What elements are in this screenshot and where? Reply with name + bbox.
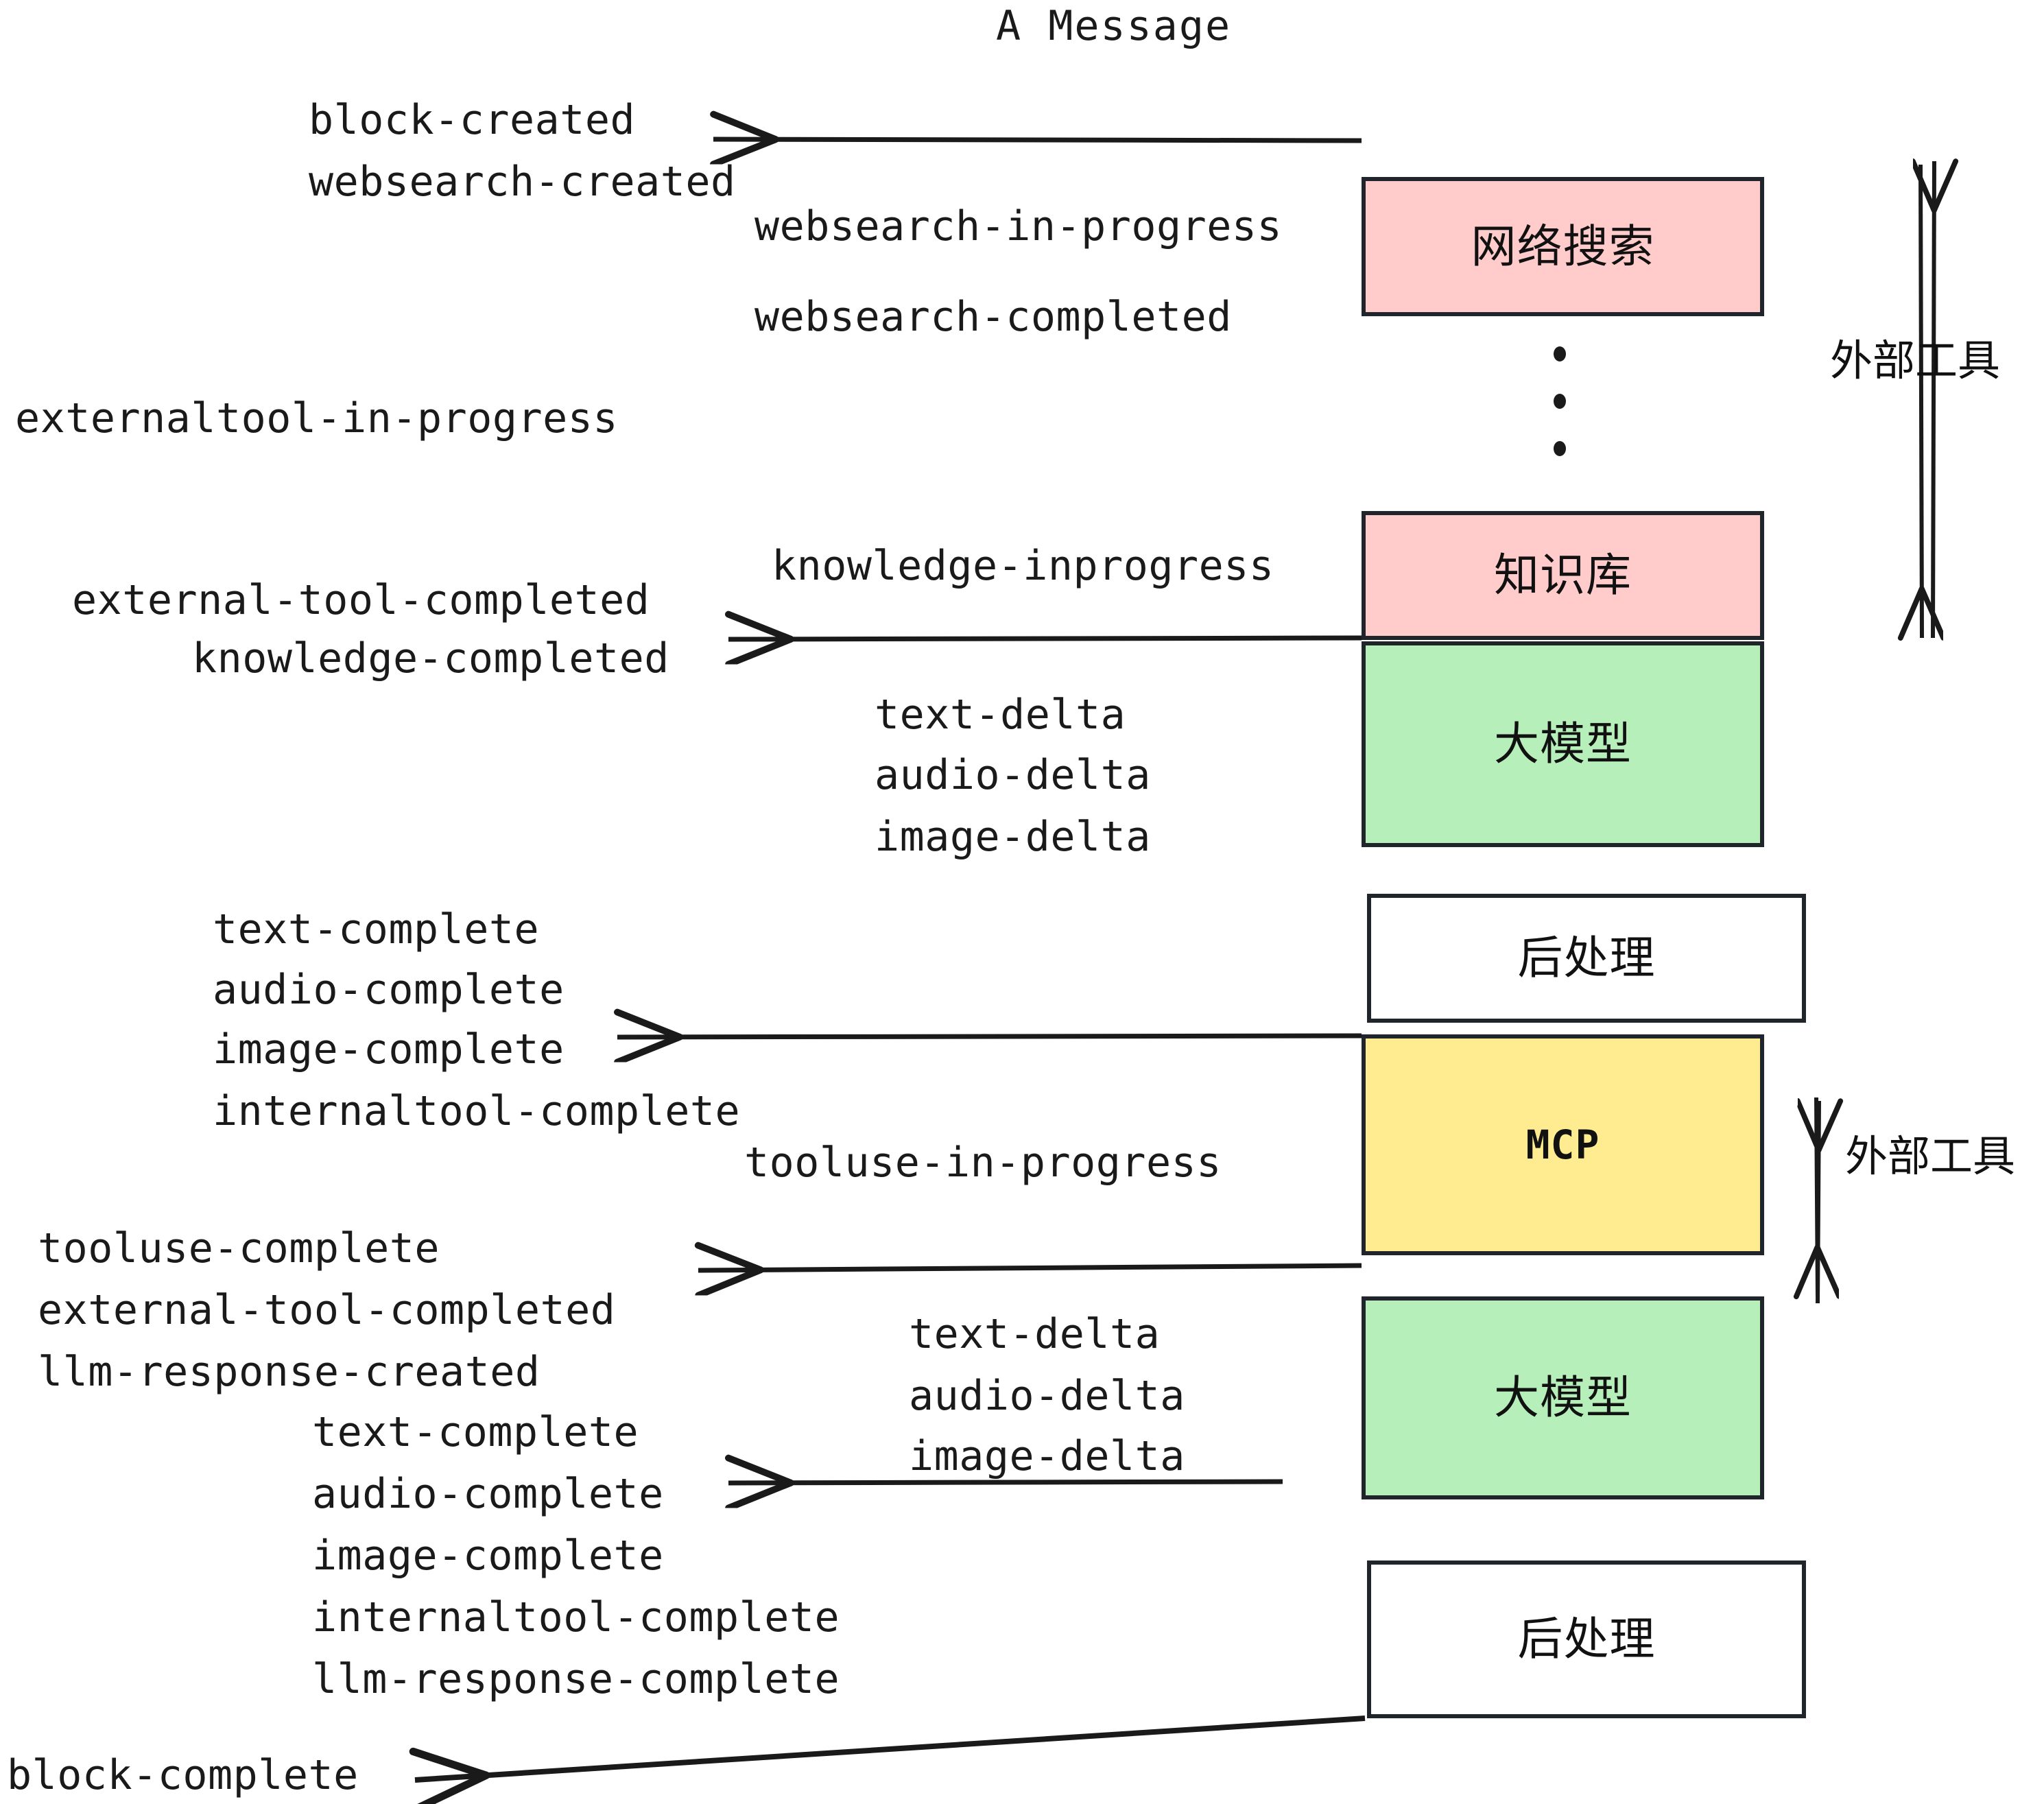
event-block-complete: block-complete bbox=[7, 1751, 359, 1799]
node-mcp[interactable]: MCP bbox=[1362, 1034, 1764, 1255]
group-label-external-tool-top: 外部工具 bbox=[1830, 335, 2001, 385]
event-internaltool-complete-2: internaltool-complete bbox=[312, 1593, 840, 1641]
event-text-delta-1: text-delta bbox=[875, 691, 1126, 739]
node-websearch[interactable]: 网络搜索 bbox=[1362, 177, 1764, 316]
event-audio-delta-2: audio-delta bbox=[909, 1372, 1185, 1420]
event-text-complete-1: text-complete bbox=[213, 905, 540, 953]
node-postprocess-2[interactable]: 后处理 bbox=[1367, 1560, 1806, 1718]
node-knowledge[interactable]: 知识库 bbox=[1362, 511, 1764, 640]
event-llm-response-complete: llm-response-complete bbox=[312, 1655, 840, 1703]
event-image-delta-2: image-delta bbox=[909, 1432, 1185, 1480]
node-llm-2[interactable]: 大模型 bbox=[1362, 1296, 1764, 1499]
node-postprocess-2-label: 后处理 bbox=[1517, 1613, 1656, 1665]
arrow-external-tool-bottom-up bbox=[1818, 1101, 1819, 1304]
event-external-tool-completed-1: external-tool-completed bbox=[72, 576, 650, 624]
event-tooluse-complete: tooluse-complete bbox=[38, 1224, 440, 1272]
event-audio-complete-1: audio-complete bbox=[213, 966, 565, 1014]
event-knowledge-inprogress: knowledge-inprogress bbox=[772, 542, 1274, 590]
event-internaltool-complete-1: internaltool-complete bbox=[213, 1087, 741, 1135]
node-websearch-label: 网络搜索 bbox=[1471, 219, 1655, 273]
event-tooluse-in-progress: tooluse-in-progress bbox=[744, 1139, 1222, 1187]
event-text-delta-2: text-delta bbox=[909, 1310, 1161, 1358]
event-llm-response-created: llm-response-created bbox=[38, 1348, 540, 1396]
arrow-llm2-to-audiocomplete bbox=[728, 1482, 1283, 1483]
node-llm-1-label: 大模型 bbox=[1494, 717, 1632, 770]
arrow-postprocess2-to-blockcomplete bbox=[415, 1716, 1366, 1780]
event-externaltool-in-progress: externaltool-in-progress bbox=[15, 394, 618, 442]
event-image-complete-2: image-complete bbox=[312, 1532, 664, 1580]
arrow-external-tool-bottom-down bbox=[1816, 1097, 1818, 1296]
event-external-tool-completed-2: external-tool-completed bbox=[38, 1286, 616, 1334]
node-llm-2-label: 大模型 bbox=[1494, 1371, 1632, 1424]
arrow-external-tool-top-down bbox=[1921, 164, 1922, 638]
event-knowledge-completed: knowledge-completed bbox=[192, 634, 669, 683]
page-title: A Message bbox=[996, 2, 1232, 50]
arrow-external-tool-top-up bbox=[1933, 161, 1934, 639]
arrow-postprocess1-to-imagecomplete bbox=[617, 1036, 1362, 1037]
group-label-external-tool-bottom: 外部工具 bbox=[1845, 1131, 2016, 1181]
event-websearch-created: websearch-created bbox=[309, 158, 736, 206]
event-image-complete-1: image-complete bbox=[213, 1025, 565, 1073]
ellipsis-vertical-dots bbox=[1553, 346, 1567, 456]
event-text-complete-2: text-complete bbox=[312, 1408, 639, 1456]
arrow-knowledge-to-knowledgecompleted bbox=[728, 638, 1362, 639]
event-audio-complete-2: audio-complete bbox=[312, 1470, 664, 1518]
event-websearch-in-progress: websearch-in-progress bbox=[754, 202, 1283, 250]
event-websearch-completed: websearch-completed bbox=[754, 293, 1232, 341]
node-mcp-label: MCP bbox=[1525, 1121, 1600, 1168]
node-postprocess-1[interactable]: 后处理 bbox=[1367, 894, 1806, 1023]
event-audio-delta-1: audio-delta bbox=[875, 751, 1151, 799]
event-image-delta-1: image-delta bbox=[875, 813, 1151, 861]
event-block-created: block-created bbox=[309, 96, 636, 144]
node-postprocess-1-label: 后处理 bbox=[1517, 931, 1656, 984]
node-knowledge-label: 知识库 bbox=[1494, 549, 1632, 602]
arrow-websearch-to-blockcreated bbox=[713, 139, 1362, 141]
node-llm-1[interactable]: 大模型 bbox=[1362, 641, 1764, 847]
arrow-mcp-to-tooluse-complete bbox=[698, 1266, 1362, 1270]
